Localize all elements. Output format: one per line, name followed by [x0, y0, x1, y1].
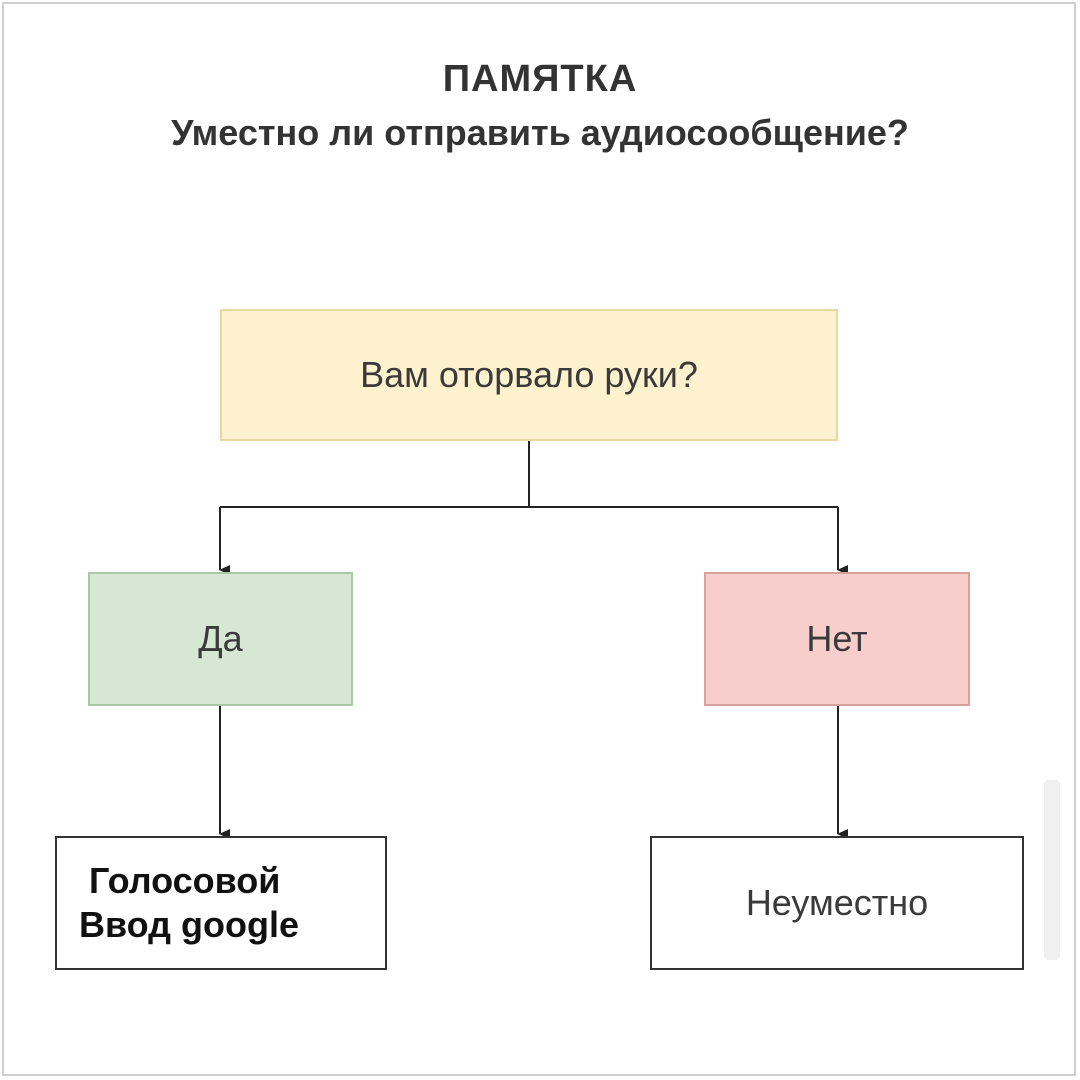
node-yes-label: Да: [198, 618, 243, 659]
node-no: Нет: [704, 572, 970, 706]
node-inappropriate: Неуместно: [650, 836, 1024, 970]
diagram-title: ПАМЯТКА: [442, 58, 638, 100]
diagram-subtitle: Уместно ли отправить аудиосообщение?: [171, 112, 909, 153]
watermark-icon: [1044, 780, 1060, 960]
node-voice-input-line1: Голосовой: [89, 860, 281, 901]
node-question: Вам оторвало руки?: [220, 309, 838, 441]
node-inappropriate-label: Неуместно: [745, 882, 929, 923]
node-no-label: Нет: [806, 618, 868, 659]
node-voice-input-line2: Ввод google: [79, 904, 300, 945]
node-yes: Да: [88, 572, 353, 706]
node-voice-input: Голосовой Ввод google: [55, 836, 387, 970]
node-question-label: Вам оторвало руки?: [360, 354, 698, 395]
